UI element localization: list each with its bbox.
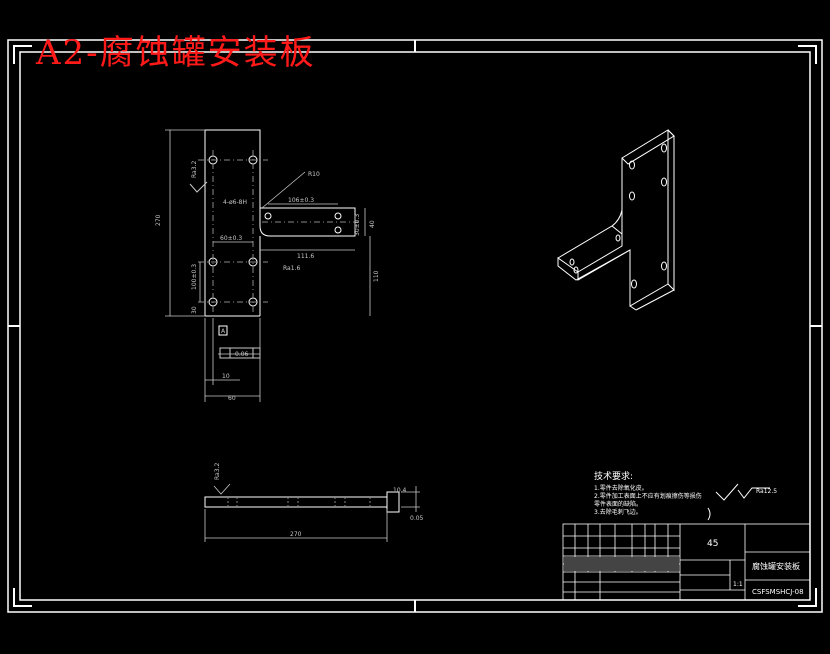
outer-border [7, 39, 823, 613]
iso-edge [635, 289, 675, 311]
technical-notes: 技术要求: 1.零件去除氧化皮。 2.零件加工表面上不应有划痕擦伤等损伤 零件表… [594, 470, 702, 516]
dim-overall-height: 270 [155, 214, 162, 226]
dim-bottom-inset: 10 [222, 373, 230, 380]
roughness-symbol [737, 487, 770, 499]
side-view-tab [386, 491, 400, 513]
hole [569, 258, 575, 266]
hole [661, 261, 667, 271]
iso-plate-side [667, 129, 675, 292]
dim-span-mid: 106±0.3 [288, 197, 314, 204]
roughness-parenthesis [707, 507, 711, 521]
drawing-title: A2-腐蚀罐安装板 [36, 33, 316, 73]
title-block-drawing-no: CSFSMSHCJ-08 [752, 588, 804, 596]
dim-datum: A [221, 328, 226, 335]
title-block-labels: 45 腐蚀罐安装板 CSFSMSHCJ-08 1:1 [707, 539, 804, 596]
front-view-centre-lines [198, 150, 362, 312]
notes-line: 3.去除毛刺飞边。 [594, 508, 642, 516]
hole [334, 226, 342, 234]
front-view-labels: 270 4-ø6-8H R10 106±0.3 60±0.3 111.6 40 … [155, 161, 380, 402]
dim-span-left: 60±0.3 [220, 235, 242, 242]
front-view-dimension-lines [165, 129, 371, 402]
roughness-symbol [715, 483, 739, 501]
hole [334, 212, 342, 220]
title-block-frame [562, 523, 811, 601]
title-block-part-name: 腐蚀罐安装板 [752, 561, 800, 571]
dim-plate-span: 100±0.3 [191, 264, 198, 290]
side-view-dimension-lines [204, 483, 420, 542]
side-view-hole-lines [227, 497, 371, 507]
iso-bend [611, 209, 623, 246]
dim-side-tol: 0.05 [410, 515, 424, 522]
hole [631, 279, 637, 289]
corner-mark-bl [13, 588, 32, 607]
side-view [204, 483, 420, 542]
title-block [562, 523, 811, 601]
front-view-outline [204, 129, 356, 317]
dim-side-thickness: 10.4 [393, 487, 407, 494]
dim-roughness-left: Ra3.2 [191, 161, 198, 178]
iso-edge [629, 305, 637, 311]
roughness-symbol [213, 483, 231, 495]
iso-plate-face [577, 129, 669, 307]
dim-arm-width-tol: 30±0.3 [354, 214, 361, 236]
corner-mark-tl [13, 45, 32, 64]
roughness-symbol [189, 181, 208, 193]
dim-radius: R10 [308, 171, 320, 178]
notes-line: 零件表面的缺陷。 [594, 500, 642, 508]
front-view [165, 129, 371, 402]
notes-line: 1.零件去除氧化皮。 [594, 484, 648, 492]
hole [615, 234, 621, 242]
dim-side-length: 270 [290, 531, 302, 538]
front-view-holes [208, 155, 342, 307]
hole [264, 212, 272, 220]
dim-flatness: 0.06 [235, 351, 249, 358]
notes-heading: 技术要求: [594, 470, 633, 482]
hole [629, 191, 635, 201]
tolerance-frame [219, 347, 261, 359]
dim-arm-length: 111.6 [297, 253, 314, 260]
general-roughness [707, 483, 770, 521]
general-roughness-value: Ra12.5 [756, 488, 777, 495]
hole [661, 143, 667, 153]
hole [629, 160, 635, 170]
dim-side-roughness: Ra3.2 [214, 463, 221, 480]
title-block-material: 45 [707, 539, 718, 549]
side-view-outline [204, 496, 388, 508]
corner-mark-br [798, 588, 817, 607]
notes-line: 2.零件加工表面上不应有划痕擦伤等损伤 [594, 492, 702, 500]
dim-plate-width: 60 [228, 395, 236, 402]
dim-line [261, 171, 306, 209]
title-block-scale: 1:1 [733, 581, 743, 588]
corner-mark-tr [798, 45, 817, 64]
dim-plate-vertical: 110 [373, 270, 380, 282]
iso-holes [569, 143, 667, 289]
dim-edge: 30 [191, 306, 198, 314]
hole [661, 177, 667, 187]
title-block-cell-fill [564, 557, 679, 571]
hole [573, 266, 579, 274]
side-view-labels: 270 10.4 0.05 Ra3.2 [214, 463, 424, 538]
dim-arm-width: 40 [369, 220, 376, 228]
sheet-borders [7, 39, 823, 613]
dim-roughness-note: Ra1.6 [283, 265, 300, 272]
isometric-view [557, 129, 675, 311]
datum-box [218, 325, 228, 336]
dim-hole-spec: 4-ø6-8H [223, 199, 247, 206]
iso-arm [557, 225, 631, 281]
